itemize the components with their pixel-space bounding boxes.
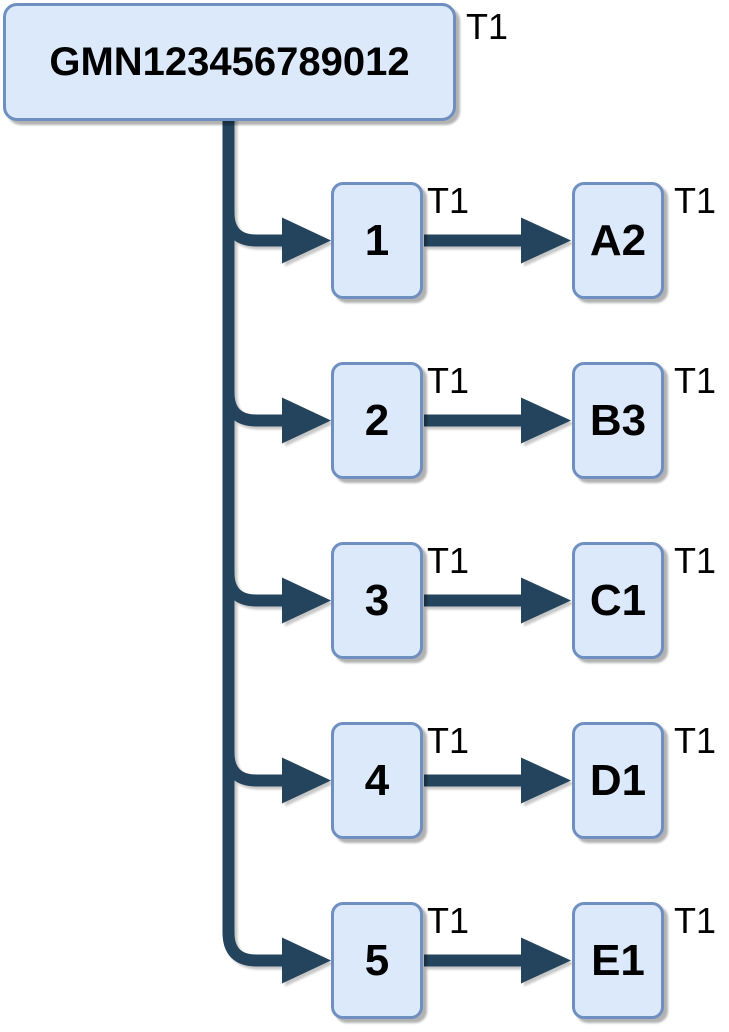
arrowhead-into-5 — [282, 937, 331, 984]
node-source-label: 4 — [364, 755, 390, 805]
node-target-D1[interactable]: D1 — [572, 722, 664, 839]
node-source-label: 2 — [364, 395, 390, 445]
edge-label-root: T1 — [466, 6, 509, 47]
node-source-label: 1 — [364, 215, 390, 265]
node-target-B3[interactable]: B3 — [572, 362, 664, 479]
arrowhead-into-E1 — [521, 937, 571, 984]
node-target-E1[interactable]: E1 — [572, 902, 664, 1019]
arrowhead-into-B3 — [521, 397, 571, 444]
edge-trunk-branch-1 — [222, 114, 282, 247]
arrowhead-into-C1 — [521, 577, 571, 624]
node-root[interactable]: GMN123456789012 — [3, 3, 456, 121]
edge-label-source: T1 — [427, 900, 470, 941]
arrowhead-into-D1 — [521, 757, 571, 804]
edge-label-target: T1 — [674, 180, 717, 221]
edge-label-source: T1 — [427, 540, 470, 581]
node-source-3[interactable]: 3 — [331, 542, 423, 659]
node-root-label: GMN123456789012 — [49, 39, 410, 84]
node-source-4[interactable]: 4 — [331, 722, 423, 839]
node-target-label: C1 — [589, 575, 647, 625]
edge-label-target: T1 — [674, 360, 717, 401]
arrowhead-into-3 — [282, 577, 331, 624]
node-target-label: A2 — [589, 215, 647, 265]
edge-label-target: T1 — [674, 720, 717, 761]
edge-label-source: T1 — [427, 180, 470, 221]
node-target-label: D1 — [589, 755, 647, 805]
edge-trunk-branch-5 — [222, 114, 282, 967]
edge-label-target: T1 — [674, 540, 717, 581]
edge-label-source: T1 — [427, 360, 470, 401]
edge-label-source: T1 — [427, 720, 470, 761]
arrowhead-into-4 — [282, 757, 331, 804]
arrowhead-into-2 — [282, 397, 331, 444]
node-target-label: E1 — [591, 935, 645, 985]
edge-trunk-branch-4 — [222, 114, 282, 787]
arrowhead-into-A2 — [521, 217, 571, 264]
arrowhead-into-1 — [282, 217, 331, 264]
node-source-2[interactable]: 2 — [331, 362, 423, 479]
node-target-label: B3 — [589, 395, 647, 445]
node-source-label: 3 — [364, 575, 390, 625]
node-source-1[interactable]: 1 — [331, 182, 423, 299]
node-source-5[interactable]: 5 — [331, 902, 423, 1019]
node-target-C1[interactable]: C1 — [572, 542, 664, 659]
edge-trunk-branch-3 — [222, 114, 282, 607]
node-source-label: 5 — [364, 935, 390, 985]
node-target-A2[interactable]: A2 — [572, 182, 664, 299]
edge-label-target: T1 — [674, 900, 717, 941]
edge-trunk-branch-2 — [222, 114, 282, 427]
